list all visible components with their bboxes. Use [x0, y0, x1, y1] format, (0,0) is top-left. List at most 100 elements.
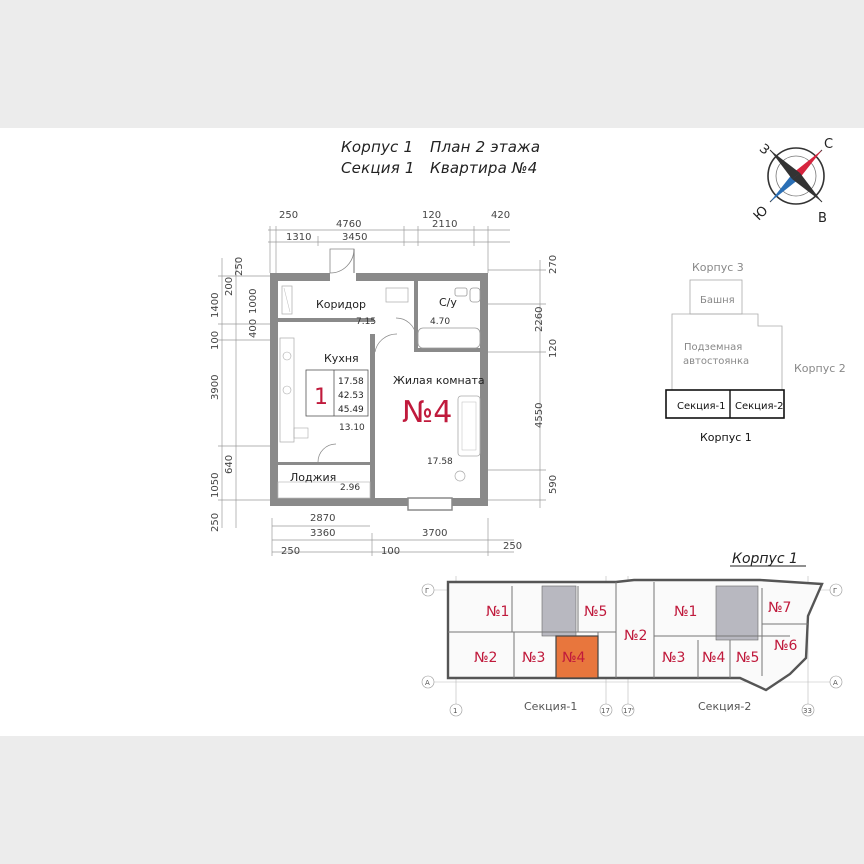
apartment-total-area: 42.53 — [338, 391, 364, 401]
dim-top-1: 250 — [279, 210, 298, 221]
dim-bottom-1: 3360 — [310, 528, 335, 539]
s2-apt-7: №7 — [768, 600, 791, 616]
wall-bathroom-bottom — [414, 348, 480, 352]
dim-top2-1: 1310 — [286, 232, 311, 243]
floor-plan-title: Корпус 1 — [732, 551, 798, 567]
dim-top-5: 420 — [491, 210, 510, 221]
s2-apt-6: №6 — [774, 638, 798, 654]
dim-left-inner-3: 400 — [248, 319, 259, 338]
room-bathroom-name: С/у — [439, 296, 457, 309]
compass-north-label: С — [824, 137, 833, 152]
title-plan: План 2 этажа — [430, 138, 541, 156]
dim-right-4: 4550 — [534, 403, 545, 428]
wall-corridor-kitchen — [278, 318, 374, 322]
room-loggia-name: Лоджия — [290, 471, 336, 484]
apartment-plan: Коридор 7.15 С/у 4.70 Кухня 13.10 Жилая … — [270, 248, 488, 511]
dim-left-5: 1050 — [210, 473, 221, 498]
s1-apt-1: №1 — [486, 604, 509, 620]
washer — [385, 287, 409, 303]
room-corridor-name: Коридор — [316, 298, 366, 311]
compass-rose: С В Ю З — [751, 137, 833, 226]
axis-1: 1 — [453, 707, 457, 715]
compass-west-label: З — [756, 141, 772, 158]
dim-left-inner-4: 640 — [224, 455, 235, 474]
door-loggia — [317, 443, 337, 463]
compass-south-needle — [770, 173, 799, 202]
room-kitchen-area: 13.10 — [339, 423, 365, 433]
axis-a-right: А — [833, 679, 838, 687]
plan-sheet: Корпус 1 План 2 этажа Секция 1 Квартира … — [0, 128, 864, 736]
dim-left-inner-2: 1000 — [248, 289, 259, 314]
dim-bottom-edge-1: 250 — [281, 546, 300, 557]
bathtub — [417, 327, 481, 349]
s1-apt-5: №5 — [584, 604, 607, 620]
scheme-section2-label: Секция-2 — [735, 401, 783, 412]
title-apartment: Квартира №4 — [430, 159, 538, 177]
dimension-lines — [218, 226, 546, 556]
stair-core-section1 — [541, 585, 577, 637]
wardrobe — [281, 285, 293, 315]
scheme-korpus3-label: Корпус 3 — [692, 261, 744, 274]
dim-bottom-edge-2: 100 — [381, 546, 400, 557]
floor-section1-label: Секция-1 — [524, 700, 577, 713]
door-bathroom — [395, 317, 417, 337]
dim-left-1: 250 — [234, 257, 245, 276]
entry-door — [329, 248, 355, 274]
title-building: Корпус 1 — [341, 138, 414, 156]
s2-apt-4: №4 — [702, 650, 726, 666]
axis-a-left: А — [425, 679, 430, 687]
dim-top-3: 120 — [422, 210, 441, 221]
s2-apt-3: №3 — [662, 650, 685, 666]
sofa — [457, 395, 481, 457]
scheme-korpus1-block — [665, 389, 785, 419]
wall-outer-bottom-left — [270, 498, 408, 506]
dim-right-2: 2260 — [534, 307, 545, 332]
room-corridor-area: 7.15 — [356, 317, 376, 327]
room-kitchen-name: Кухня — [324, 352, 359, 365]
dim-left-inner-1: 200 — [224, 277, 235, 296]
toilet — [469, 287, 481, 303]
wall-kitchen-living — [370, 334, 375, 498]
s2-apt-2: №2 — [624, 628, 647, 644]
room-loggia-area: 2.96 — [340, 483, 360, 493]
dim-bottom-2: 3700 — [422, 528, 447, 539]
room-living-name: Жилая комната — [393, 374, 485, 387]
compass-east-label: В — [818, 211, 827, 226]
scheme-tower-label: Башня — [700, 295, 735, 306]
balcony-window — [407, 497, 453, 511]
wall-bathroom-left — [414, 281, 418, 351]
s1-apt-2: №2 — [474, 650, 497, 666]
room-bathroom-area: 4.70 — [430, 317, 450, 327]
compass-south-label: Ю — [751, 203, 772, 224]
apartment-number: №4 — [402, 395, 452, 430]
s2-apt-5: №5 — [736, 650, 759, 666]
wall-loggia — [278, 462, 370, 465]
apartment-rooms-count: 1 — [314, 385, 328, 410]
floor-key-plan: Корпус 1 Г А Г А — [421, 551, 843, 717]
wall-outer-bottom-right — [452, 498, 488, 506]
axis-33: 33 — [803, 707, 812, 715]
dim-top-4: 2110 — [432, 219, 457, 230]
floor-section2-label: Секция-2 — [698, 700, 751, 713]
scheme-section1-label: Секция-1 — [677, 401, 725, 412]
scheme-parking-line2: автостоянка — [683, 356, 749, 367]
plan-drawing: С В Ю З — [210, 137, 846, 717]
dim-right-5: 590 — [548, 475, 559, 494]
dimension-labels: 250 4760 120 2110 420 1310 3450 250 1 400… — [210, 210, 559, 557]
stair-core-section2 — [715, 585, 759, 641]
sink — [454, 287, 468, 297]
dim-right-3: 120 — [548, 339, 559, 358]
compass-north-needle — [793, 150, 822, 179]
dim-top2-2: 3450 — [342, 232, 367, 243]
dim-left-4: 3900 — [210, 375, 221, 400]
dim-bottom-edge-3: 250 — [503, 541, 522, 552]
s1-apt-3: №3 — [522, 650, 545, 666]
scheme-korpus2-label: Корпус 2 — [794, 362, 846, 375]
dim-left-3: 100 — [210, 331, 221, 350]
s2-apt-1: №1 — [674, 604, 697, 620]
dim-top-2: 4760 — [336, 219, 361, 230]
apartment-living-area: 17.58 — [338, 377, 364, 387]
scheme-korpus1-label: Корпус 1 — [700, 431, 752, 444]
apartment-info-box — [305, 369, 369, 417]
armchair — [454, 470, 466, 482]
